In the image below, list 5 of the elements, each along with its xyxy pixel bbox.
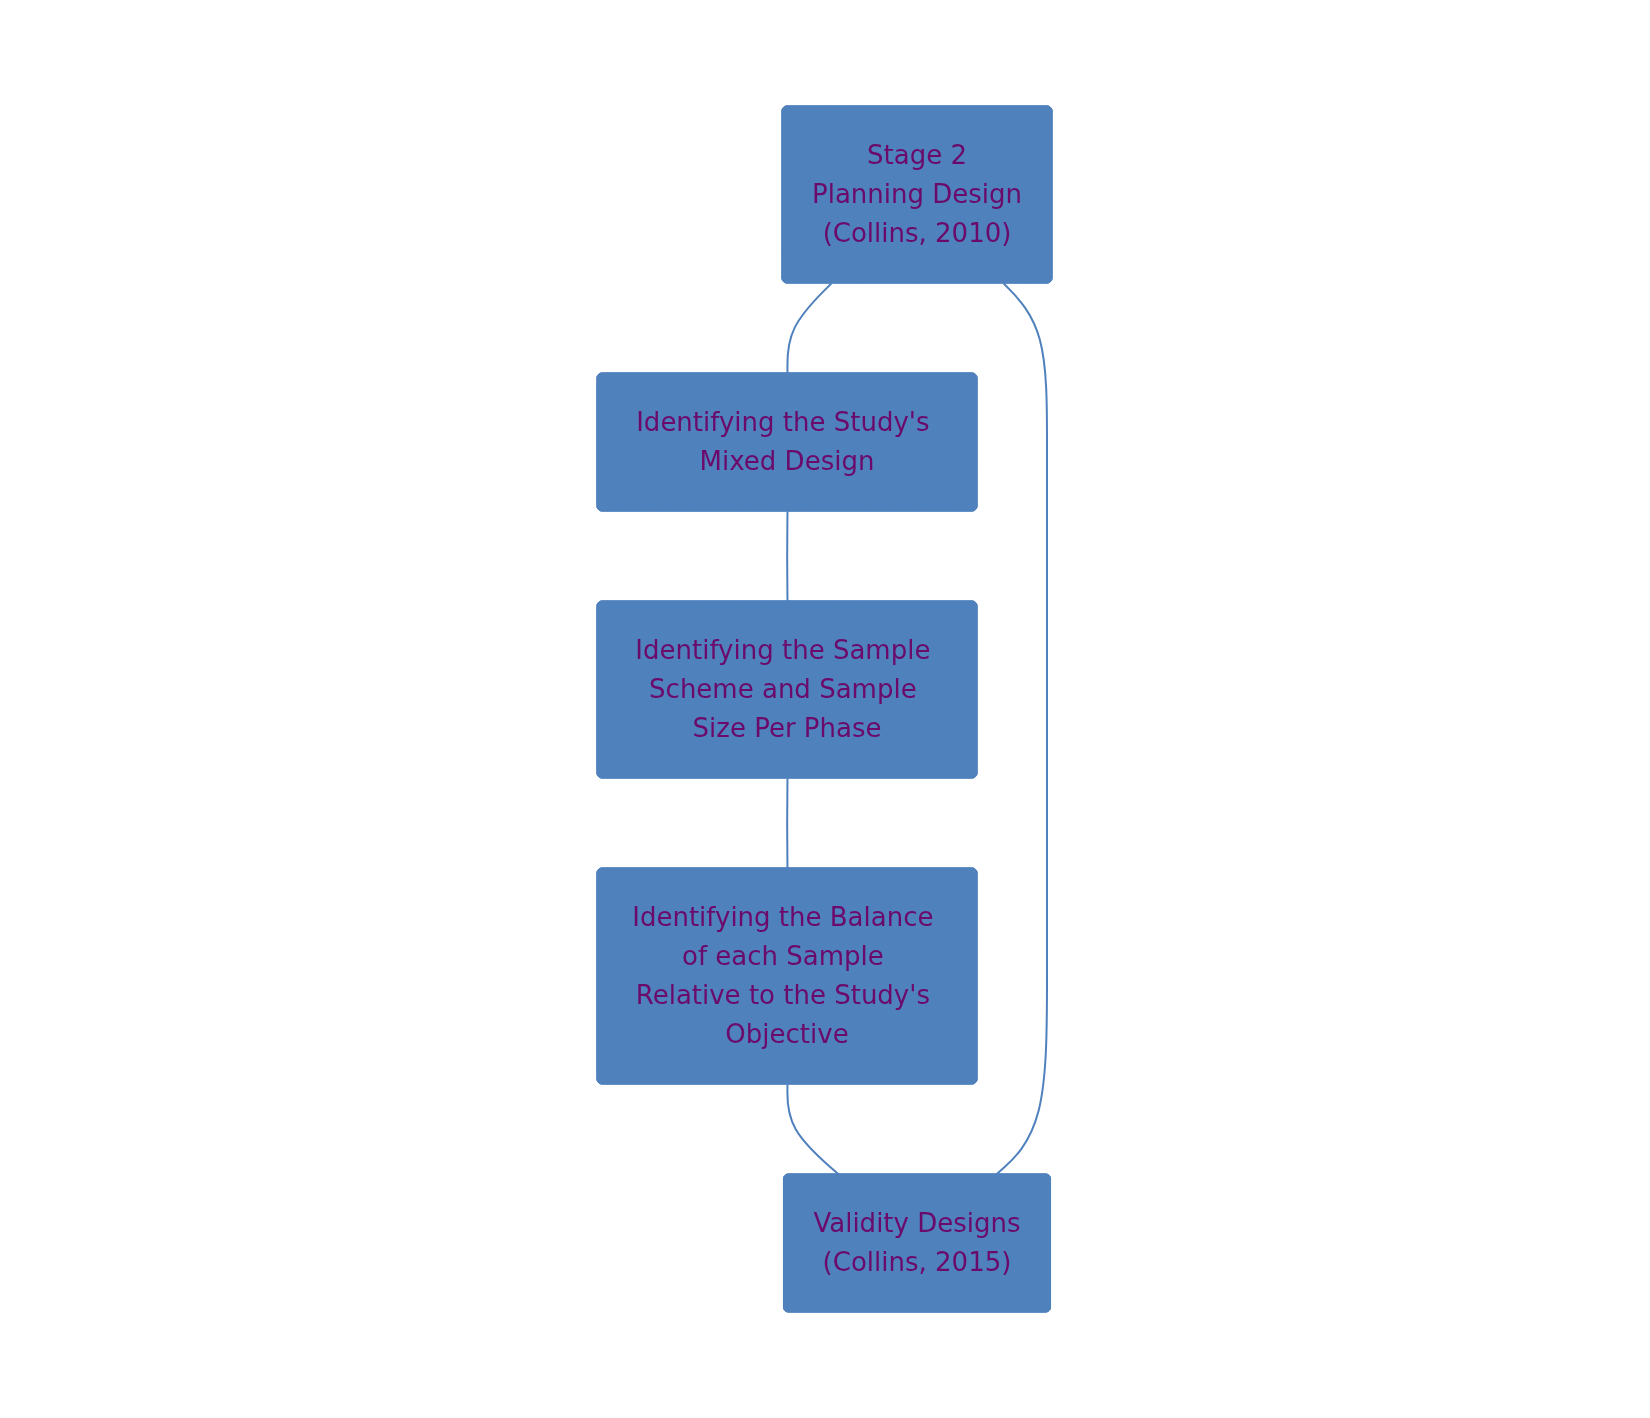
connector	[786, 510, 789, 603]
connector	[995, 282, 1049, 1176]
connector	[786, 282, 833, 375]
connector	[786, 1083, 841, 1176]
connector	[786, 777, 789, 870]
